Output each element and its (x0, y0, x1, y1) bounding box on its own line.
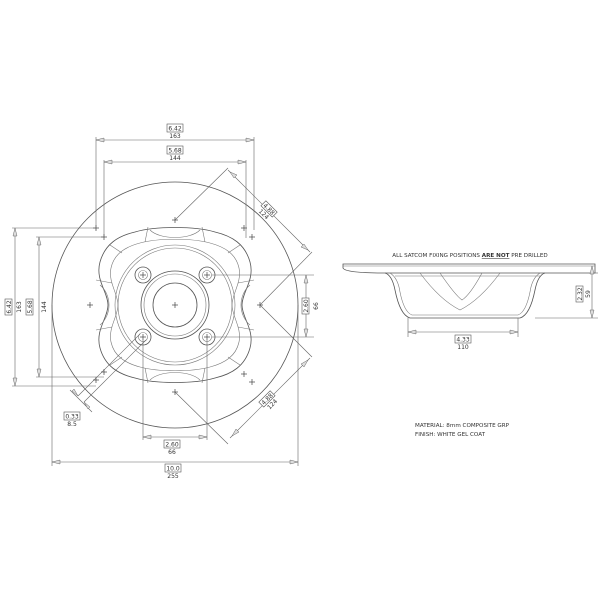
dim-right-bolt-mm: 66 (313, 302, 320, 310)
dim-right-bolt: 2.60 66 (212, 274, 320, 338)
dim-left-outer-mm: 163 (16, 301, 23, 313)
dim-overall: 10.0 255 (51, 305, 299, 480)
dim-height-mm: 59 (585, 290, 592, 298)
scallop-right (240, 284, 251, 326)
dim-height: 2.32 59 (535, 265, 598, 319)
dim-slot-width: 0.33 8.5 (63, 333, 147, 428)
inner-ring-2 (117, 247, 233, 363)
dim-bottom-bolt: 2.60 66 (142, 340, 208, 456)
raised-ring-inner (110, 238, 240, 372)
dim-left-outer: 6.42 163 (4, 227, 96, 387)
dim-top-inner-mm: 144 (169, 155, 181, 162)
dim-diag-upper: 4.88 124 (174, 167, 313, 306)
dim-overall-inch: 10.0 (166, 466, 180, 473)
dim-slot-mm: 8.5 (67, 421, 77, 428)
dim-left-inner-mm: 144 (41, 301, 48, 313)
raised-ring-outer (98, 227, 252, 383)
dim-base-width: 4.33 110 (407, 318, 519, 351)
dim-left-outer-inch: 6.42 (6, 300, 13, 314)
scallop-top (149, 229, 201, 238)
scallop-left (99, 284, 110, 326)
dim-top-inner: 5.68 144 (103, 145, 247, 238)
dim-base-width-inch: 4.33 (456, 337, 470, 344)
drilling-note: ALL SATCOM FIXING POSITIONS ARE NOT PRE … (392, 253, 547, 259)
dim-top-outer-inch: 6.42 (168, 126, 182, 133)
dim-diag-lower: 4.88 124 (174, 304, 313, 445)
side-view: ALL SATCOM FIXING POSITIONS ARE NOT PRE … (342, 253, 598, 351)
scallop-bottom (149, 372, 201, 381)
dim-base-width-mm: 110 (457, 344, 469, 351)
material-note: MATERIAL: 8mm COMPOSITE GRP (415, 423, 510, 429)
dim-top-outer-mm: 163 (169, 133, 181, 140)
inner-ring-1 (114, 244, 236, 366)
dim-top-outer: 6.42 163 (95, 123, 255, 230)
hub-ring-inner (143, 273, 207, 337)
dim-left-inner-inch: 5.68 (27, 300, 34, 314)
plan-view: 6.42 163 5.68 144 6.42 163 (4, 123, 320, 480)
material-notes: MATERIAL: 8mm COMPOSITE GRP FINISH: WHIT… (415, 423, 510, 438)
dim-slot-inch: 0.33 (65, 414, 79, 421)
dim-bottom-bolt-inch: 2.60 (165, 442, 179, 449)
dim-top-inner-inch: 5.68 (168, 148, 182, 155)
bowl-outline (384, 272, 546, 319)
recess-outline (419, 272, 501, 311)
finish-note: FINISH: WHITE GEL COAT (415, 432, 486, 438)
segment-lines (95, 226, 255, 384)
dim-overall-mm: 255 (167, 473, 179, 480)
dim-right-bolt-inch: 2.60 (303, 299, 310, 313)
dim-height-inch: 2.32 (577, 287, 584, 301)
center-mark (171, 301, 179, 309)
center-bore (152, 282, 198, 328)
dim-left-inner: 5.68 144 (25, 236, 104, 378)
flange-outline (342, 263, 596, 274)
dim-bottom-bolt-mm: 66 (168, 449, 176, 456)
hub-ring-outer (140, 270, 210, 340)
